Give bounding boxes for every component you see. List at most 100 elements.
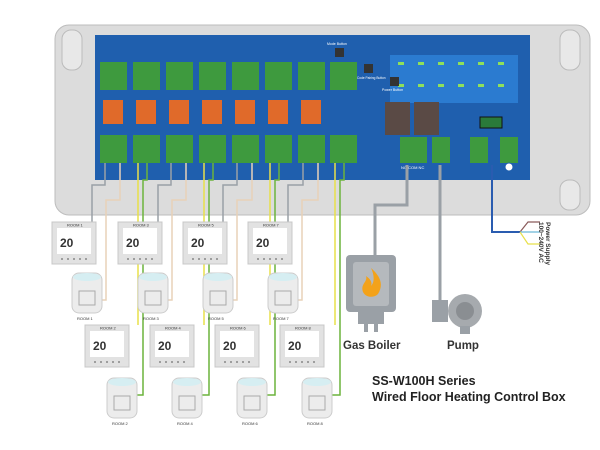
status-led bbox=[478, 84, 484, 87]
status-led bbox=[438, 62, 444, 65]
thermostat-temperature: 20 bbox=[223, 339, 237, 353]
power-supply-label: Power Supply bbox=[544, 222, 551, 265]
product-series: SS-W100H Series bbox=[372, 374, 476, 388]
thermostat-room-label: ROOM 1 bbox=[67, 223, 84, 228]
actuator-room-label: ROOM 1 bbox=[77, 316, 94, 321]
bottom-terminal-block bbox=[265, 135, 292, 163]
actuator-room-label: ROOM 5 bbox=[208, 316, 225, 321]
code-pairing-button-label: Code Pairing Button bbox=[357, 76, 386, 80]
status-led bbox=[498, 84, 504, 87]
thermal-actuator: ROOM 4 bbox=[171, 377, 203, 426]
top-terminal-block bbox=[166, 62, 193, 90]
thermostat[interactable]: ROOM 4 20 bbox=[149, 324, 195, 368]
top-terminal-block bbox=[232, 62, 259, 90]
boiler-wire bbox=[373, 165, 409, 255]
thermostat-temperature: 20 bbox=[288, 339, 302, 353]
actuator-room-label: ROOM 3 bbox=[143, 316, 160, 321]
thermostat-room-label: ROOM 8 bbox=[295, 326, 312, 331]
status-led bbox=[478, 62, 484, 65]
box-latch-bottom-right bbox=[559, 179, 581, 211]
zone-relay bbox=[301, 100, 321, 124]
thermal-actuator: ROOM 7 bbox=[267, 272, 299, 321]
flame-icon bbox=[362, 268, 381, 297]
thermal-actuator: ROOM 8 bbox=[301, 377, 333, 426]
actuator-room-label: ROOM 4 bbox=[177, 421, 194, 426]
power-button-label: Power Button bbox=[382, 88, 403, 92]
output-terminal-block bbox=[432, 137, 450, 163]
mode-button[interactable] bbox=[335, 48, 344, 57]
zone-relay bbox=[136, 100, 156, 124]
top-terminal-block bbox=[199, 62, 226, 90]
thermal-actuator: ROOM 6 bbox=[236, 377, 268, 426]
status-led bbox=[418, 62, 424, 65]
thermostat-room-label: ROOM 2 bbox=[100, 326, 117, 331]
thermostat-temperature: 20 bbox=[60, 236, 74, 250]
power-button[interactable] bbox=[390, 77, 399, 86]
thermostat-temperature: 20 bbox=[126, 236, 140, 250]
bottom-terminal-block bbox=[133, 135, 160, 163]
boiler-relay-1 bbox=[385, 102, 410, 135]
thermal-actuator: ROOM 5 bbox=[202, 272, 234, 321]
thermostat-temperature: 20 bbox=[158, 339, 172, 353]
actuator-room-label: ROOM 2 bbox=[112, 421, 129, 426]
thermostat[interactable]: ROOM 2 20 bbox=[84, 324, 130, 368]
fuse bbox=[479, 116, 503, 129]
bottom-terminal-block bbox=[199, 135, 226, 163]
bottom-terminal-block bbox=[166, 135, 193, 163]
bottom-terminal-block bbox=[232, 135, 259, 163]
bottom-terminal-block bbox=[330, 135, 357, 163]
box-latch-left bbox=[61, 29, 83, 71]
actuator-room-label: ROOM 7 bbox=[273, 316, 290, 321]
product-name: Wired Floor Heating Control Box bbox=[372, 390, 566, 404]
zone-relay bbox=[169, 100, 189, 124]
thermal-actuator: ROOM 1 bbox=[71, 272, 103, 321]
pump-label: Pump bbox=[447, 340, 479, 352]
ground-symbol-icon bbox=[504, 162, 514, 172]
thermal-actuator: ROOM 2 bbox=[106, 377, 138, 426]
actuator-room-label: ROOM 8 bbox=[307, 421, 324, 426]
box-latch-right bbox=[559, 29, 581, 71]
status-led bbox=[458, 62, 464, 65]
gas-boiler-label: Gas Boiler bbox=[343, 340, 401, 352]
mode-button-label: Mode Button bbox=[327, 42, 347, 46]
bottom-terminal-block bbox=[298, 135, 325, 163]
thermal-actuator: ROOM 3 bbox=[137, 272, 169, 321]
thermostat-room-label: ROOM 6 bbox=[230, 326, 247, 331]
thermostat[interactable]: ROOM 7 20 bbox=[247, 221, 293, 265]
boiler-relay-2 bbox=[414, 102, 439, 135]
power-wire-earth bbox=[519, 231, 540, 245]
relay-terminal-label: NO COM NC bbox=[401, 165, 424, 170]
status-led bbox=[418, 84, 424, 87]
thermostat[interactable]: ROOM 5 20 bbox=[182, 221, 228, 265]
zone-relay bbox=[268, 100, 288, 124]
zone-relay bbox=[202, 100, 222, 124]
thermostat-room-label: ROOM 3 bbox=[133, 223, 150, 228]
top-terminal-block bbox=[265, 62, 292, 90]
thermostat[interactable]: ROOM 8 20 bbox=[279, 324, 325, 368]
top-terminal-block bbox=[330, 62, 357, 90]
top-terminal-block bbox=[298, 62, 325, 90]
zone-relay bbox=[235, 100, 255, 124]
thermostat-temperature: 20 bbox=[93, 339, 107, 353]
led-panel bbox=[390, 55, 518, 103]
thermostat[interactable]: ROOM 1 20 bbox=[51, 221, 97, 265]
output-terminal-block bbox=[470, 137, 488, 163]
thermostat[interactable]: ROOM 3 20 bbox=[117, 221, 163, 265]
thermostat-room-label: ROOM 7 bbox=[263, 223, 280, 228]
power-wire bbox=[491, 165, 520, 233]
thermostat[interactable]: ROOM 6 20 bbox=[214, 324, 260, 368]
code-pairing-button[interactable] bbox=[364, 64, 373, 73]
thermostat-temperature: 20 bbox=[191, 236, 205, 250]
actuator-room-label: ROOM 6 bbox=[242, 421, 259, 426]
output-terminal-block bbox=[500, 137, 518, 163]
status-led bbox=[398, 62, 404, 65]
thermostat-room-label: ROOM 5 bbox=[198, 223, 215, 228]
thermostat-temperature: 20 bbox=[256, 236, 270, 250]
power-wire-live bbox=[519, 221, 540, 233]
power-supply-voltage: 100~240V AC bbox=[537, 222, 544, 263]
status-led bbox=[458, 84, 464, 87]
pump bbox=[432, 294, 482, 334]
thermostat-room-label: ROOM 4 bbox=[165, 326, 182, 331]
top-terminal-block bbox=[133, 62, 160, 90]
